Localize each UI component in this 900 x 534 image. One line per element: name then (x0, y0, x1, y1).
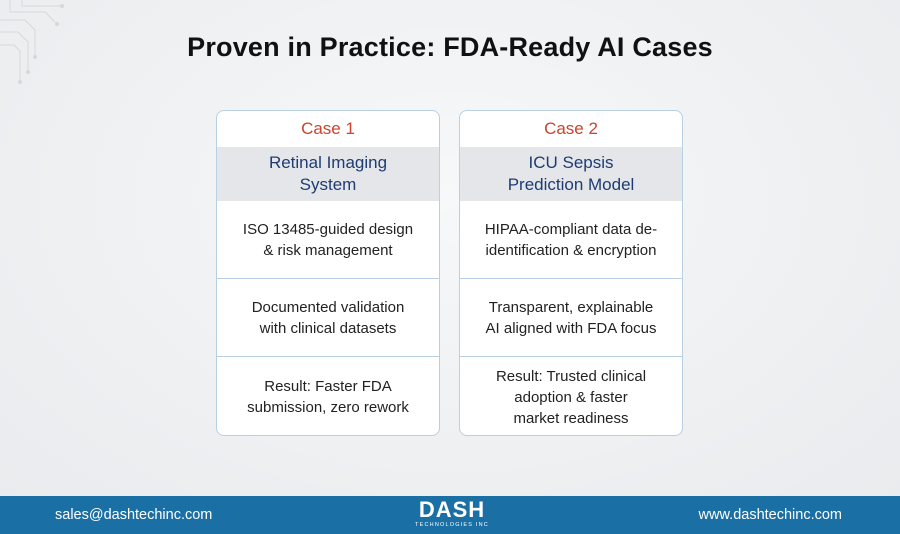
footer-bar: sales@dashtechinc.com DASH TECHNOLOGIES … (0, 496, 900, 534)
case-row: ISO 13485-guided design & risk managemen… (217, 201, 439, 279)
circuit-decoration-icon (0, 0, 64, 84)
case-title-line: Prediction Model (507, 175, 635, 194)
row-text: Result: Faster FDA (264, 378, 392, 395)
dash-logo[interactable]: DASH TECHNOLOGIES INC (412, 499, 492, 531)
row-text: ISO 13485-guided design (242, 220, 414, 238)
case-row: Documented validation with clinical data… (217, 279, 439, 357)
case-row: Transparent, explainable AI aligned with… (460, 279, 682, 357)
row-text: & risk management (263, 241, 393, 259)
case-label: Case 1 (301, 119, 355, 138)
row-text: market readiness (513, 409, 629, 427)
row-text: adoption & faster (514, 388, 628, 406)
footer-email-link[interactable]: sales@dashtechinc.com (55, 507, 213, 523)
case-result-row: Result: Faster FDA submission, zero rewo… (217, 357, 439, 435)
footer-website-link[interactable]: www.dashtechinc.com (698, 507, 842, 523)
logo-text: DASH (418, 497, 486, 522)
row-text: AI aligned with FDA focus (485, 319, 657, 337)
case-title-line: Retinal Imaging (268, 153, 388, 172)
case-card-1: Case 1 Retinal Imaging System ISO 13485-… (216, 110, 440, 436)
row-text: identification & encryption (485, 241, 657, 259)
row-text: with clinical datasets (259, 319, 397, 337)
background (0, 0, 900, 496)
row-text: submission, zero rework (247, 399, 409, 416)
case-title: Retinal Imaging System (217, 147, 439, 201)
row-text: Transparent, explainable (488, 298, 654, 316)
case-result-row: Result: Trusted clinical adoption & fast… (460, 357, 682, 435)
row-text: HIPAA-compliant data de- (484, 220, 658, 238)
page-title: Proven in Practice: FDA-Ready AI Cases (187, 32, 713, 62)
case-title-line: System (299, 175, 357, 194)
case-label: Case 2 (544, 119, 598, 138)
case-card-2: Case 2 ICU Sepsis Prediction Model HIPAA… (459, 110, 683, 436)
case-title-line: ICU Sepsis (528, 153, 614, 172)
case-row: HIPAA-compliant data de- identification … (460, 201, 682, 279)
row-text: Result: Trusted clinical (495, 367, 647, 385)
case-title: ICU Sepsis Prediction Model (460, 147, 682, 201)
logo-subtext: TECHNOLOGIES INC (415, 522, 489, 528)
row-text: Documented validation (251, 298, 405, 316)
